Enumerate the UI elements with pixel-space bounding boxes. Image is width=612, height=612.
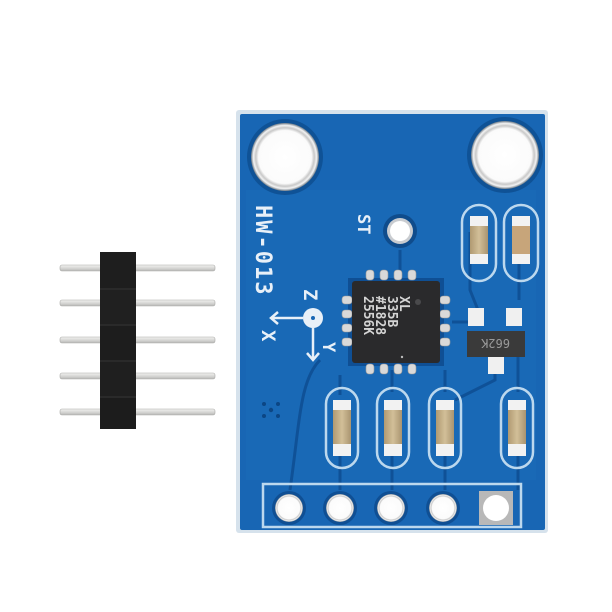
chip-marking-line2: 335B (384, 296, 399, 327)
via-cluster (262, 402, 280, 418)
self-test-pad (390, 221, 410, 241)
accelerometer-chip: XL 335B #1828 2556K (341, 269, 451, 375)
axis-y-label: Y (318, 342, 338, 353)
pin-hole-2 (326, 494, 354, 522)
capacitors-bottom (324, 386, 535, 470)
axis-z-label: Z (299, 289, 321, 300)
transistor-marking: 662K (480, 336, 510, 350)
axis-x-label: X (257, 330, 279, 342)
regulator-transistor: 662K (467, 308, 525, 374)
header-pins (59, 264, 216, 416)
pin-header-strip (59, 252, 216, 429)
chip-marking-line4: 2556K (360, 296, 375, 335)
mounting-hole-right (471, 121, 539, 189)
pin-hole-3 (377, 494, 405, 522)
self-test-label: ST (353, 214, 373, 234)
model-label: HW-013 (250, 205, 275, 296)
pin-hole-1 (275, 494, 303, 522)
pin-hole-5-square (483, 495, 509, 521)
header-housing (100, 252, 136, 429)
accelerometer-board: HW-013 ST X Z Y (236, 110, 548, 533)
capacitors-top (460, 203, 540, 283)
chip-marking-line3: #1828 (372, 296, 387, 335)
chip-marking-line1: XL (396, 296, 411, 312)
mounting-hole-left (251, 123, 319, 191)
pin-hole-4 (429, 494, 457, 522)
board-pin-row (261, 482, 523, 529)
axis-indicator (269, 308, 323, 362)
